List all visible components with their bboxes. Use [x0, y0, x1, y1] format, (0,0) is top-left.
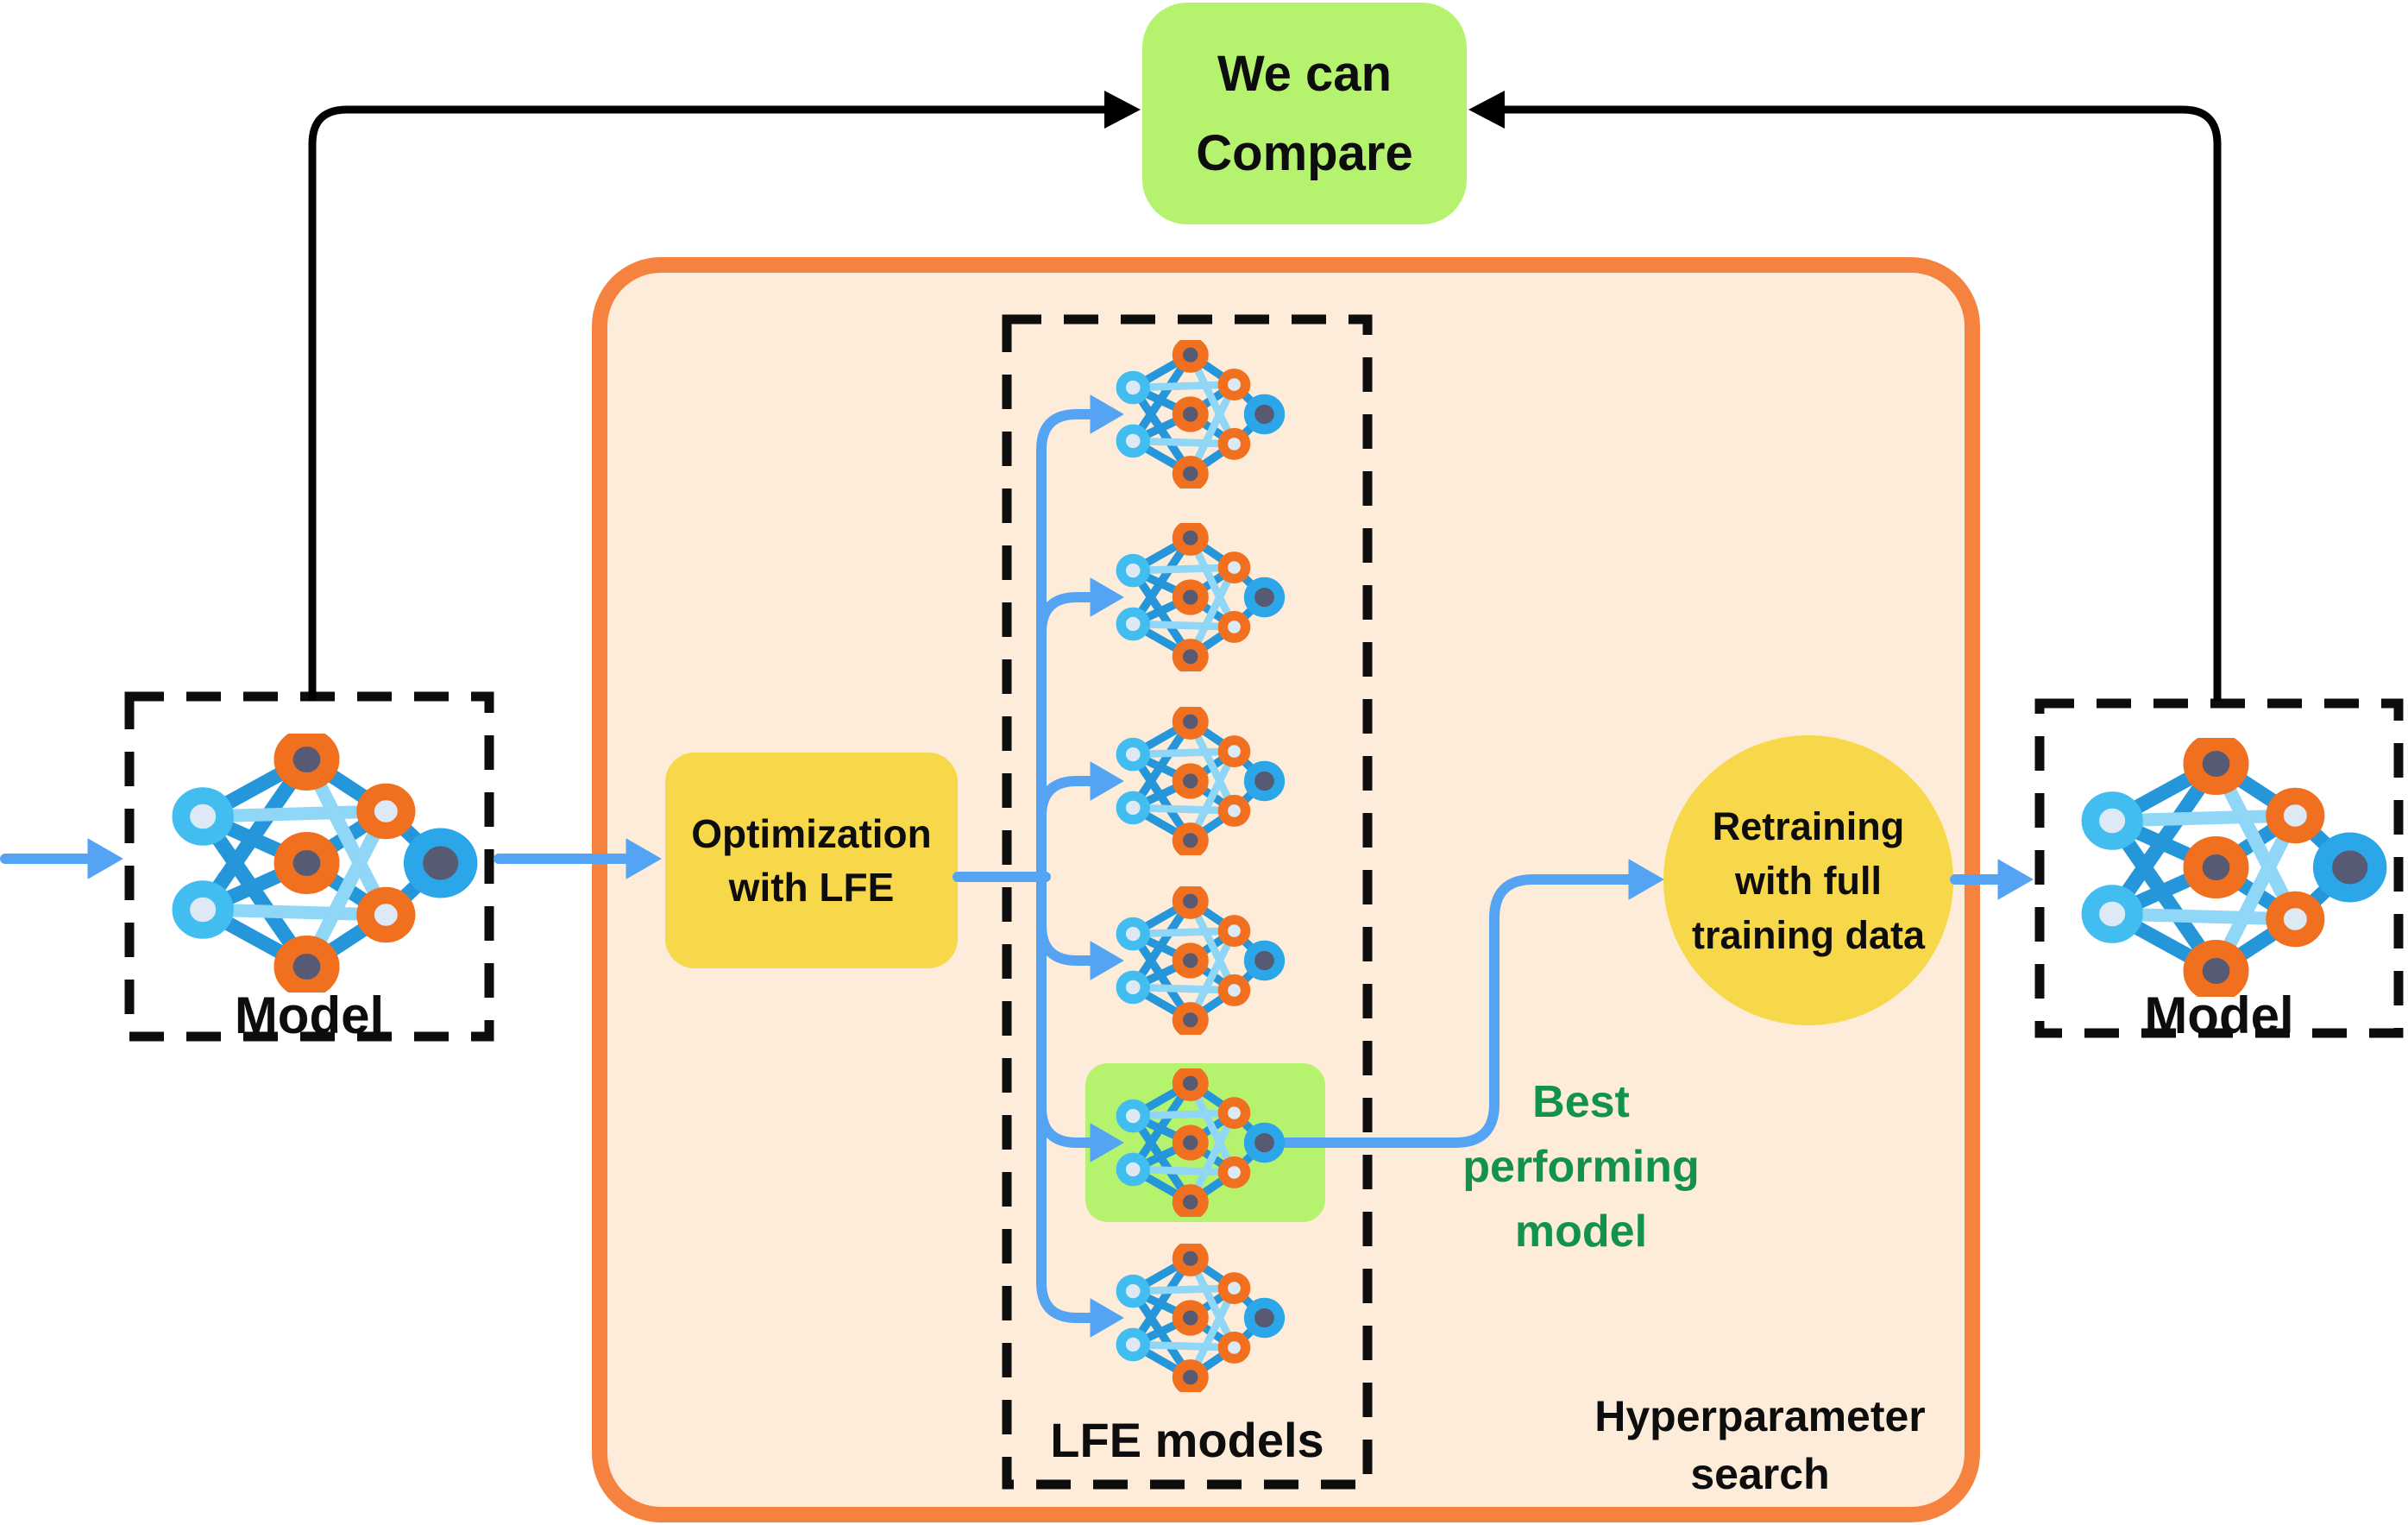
neural-network-icon: [1104, 886, 1286, 1035]
optimization-box: Optimization with LFE: [665, 753, 958, 968]
hyperparameter-line2: search: [1690, 1450, 1830, 1498]
best-model-to-retraining: [1263, 874, 1634, 1148]
black-connector-right: [1503, 105, 2222, 701]
neural-network-icon: [1104, 707, 1286, 855]
neural-network-icon: [1104, 523, 1286, 671]
branch-2: [1036, 592, 1096, 638]
best-label-line2: performing: [1462, 1142, 1700, 1192]
compare-box: We can Compare: [1142, 3, 1467, 224]
neural-network-icon: [2060, 738, 2388, 997]
blue-arrowheads: [87, 394, 2034, 1338]
best-label-line3: model: [1514, 1207, 1648, 1257]
retraining-line3: training data: [1691, 912, 1926, 957]
compare-box-line2: Compare: [1196, 124, 1413, 181]
neural-network-icon: [151, 734, 479, 993]
neural-network-icon: [1104, 340, 1286, 488]
branch-5: [1036, 1102, 1096, 1148]
blue-connectors: [0, 409, 2005, 1323]
neural-network-icon: [1104, 1244, 1286, 1392]
black-connector-left: [308, 105, 1106, 701]
right-model-dashed-border: [2034, 698, 2404, 1038]
neural-network-icon-best: [1104, 1068, 1286, 1217]
optimization-box-line2: with LFE: [728, 865, 895, 910]
black-arrowhead-left: [1104, 91, 1141, 129]
compare-box-line1: We can: [1217, 45, 1392, 102]
best-performing-model-label: Best performing model: [1415, 1070, 1747, 1264]
lfe-models-label: LFE models: [1050, 1413, 1324, 1467]
retraining-line1: Retraining: [1712, 803, 1905, 848]
retraining-circle: Retraining with full training data: [1663, 735, 1953, 1025]
black-arrowhead-right: [1468, 91, 1505, 129]
best-label-line1: Best: [1532, 1077, 1630, 1127]
hyperparameter-search-label: Hyperparameter search: [1518, 1388, 2002, 1503]
optimization-box-line1: Optimization: [691, 811, 932, 856]
right-model-label: Model: [2144, 986, 2294, 1044]
left-model-label: Model: [234, 986, 385, 1044]
trunk-up: [1036, 409, 1096, 882]
trunk-down: [1036, 872, 1096, 1323]
retraining-line2: with full: [1735, 858, 1882, 903]
lfe-models-dashed-border: [1002, 314, 1373, 1490]
branch-3: [1036, 776, 1096, 822]
branch-4: [1036, 920, 1096, 966]
hyperparameter-line1: Hyperparameter: [1594, 1392, 1926, 1440]
